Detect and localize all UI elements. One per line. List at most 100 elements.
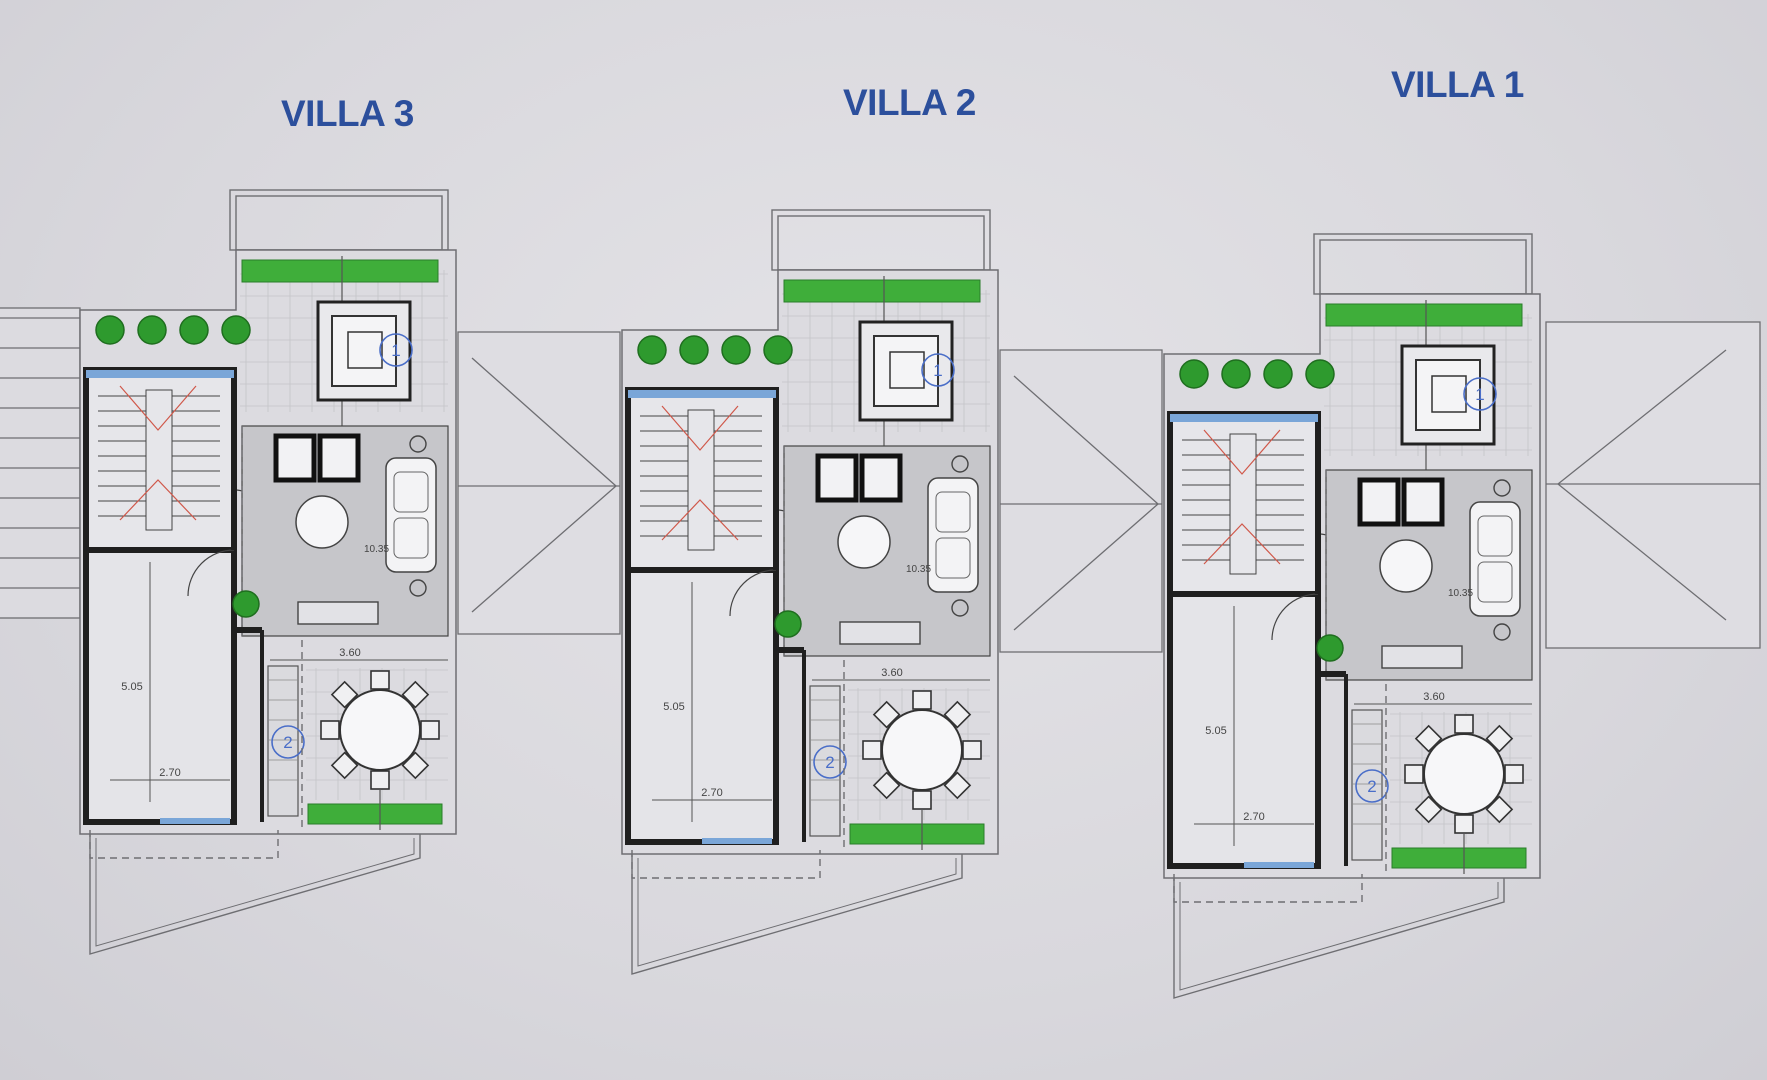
sofa-cushion: [393, 517, 429, 559]
stair-arrow: [119, 385, 197, 431]
dining-table: [1423, 733, 1505, 815]
dining-chair: [420, 720, 440, 740]
lamp: [409, 579, 427, 597]
tv-unit: [1381, 645, 1463, 669]
stair-arrow: [119, 479, 197, 521]
kitchen-counter: [267, 665, 299, 817]
tree: [179, 315, 209, 345]
kitchen-tag-circle: [1355, 769, 1389, 803]
roof-brace: [471, 357, 617, 487]
stair-well: [687, 409, 715, 551]
dining-chair: [1454, 814, 1474, 834]
roof-overhang: [1313, 233, 1533, 295]
dim-top: 3.60: [881, 667, 902, 679]
dining-table: [881, 709, 963, 791]
dim-bottom: 2.70: [701, 787, 722, 799]
bottom-overhang: [89, 834, 421, 955]
kitchen-tag: 2: [1367, 777, 1376, 796]
stair-block: [625, 387, 779, 573]
jacuzzi-seat: [1431, 375, 1467, 413]
armchair: [815, 453, 859, 503]
armchair: [317, 433, 361, 483]
stair-arrow: [661, 499, 739, 541]
dining-chair: [320, 720, 340, 740]
pool-tag-circle: [379, 333, 413, 367]
tree: [1263, 359, 1293, 389]
jacuzzi-seat: [889, 351, 925, 389]
area-label: 10.35: [364, 544, 389, 555]
kitchen-tag: 2: [825, 753, 834, 772]
dim-top: 3.60: [1423, 691, 1444, 703]
tv-unit: [297, 601, 379, 625]
dining-chair: [401, 751, 430, 780]
lower-room: [83, 547, 237, 825]
sofa: [927, 477, 979, 593]
armchair: [1357, 477, 1401, 527]
door-swing: [1271, 593, 1319, 641]
roof-overhang: [229, 189, 449, 251]
dining-chair: [962, 740, 982, 760]
roof-connector-2-1: [999, 349, 1163, 653]
dining-chair: [1504, 764, 1524, 784]
roof-brace: [1013, 375, 1159, 505]
stair-window: [86, 370, 234, 378]
tree: [763, 335, 793, 365]
kitchen-counter: [809, 685, 841, 837]
roof-slab: [457, 331, 621, 635]
dining-chair: [1485, 724, 1514, 753]
dining-chair: [1485, 795, 1514, 824]
dining-chair: [1414, 724, 1443, 753]
dim-top: 3.60: [339, 647, 360, 659]
villa-3-title: VILLA 3: [281, 93, 414, 134]
stair-window: [628, 390, 776, 398]
tree: [637, 335, 667, 365]
bottom-overhang-inner: [1179, 882, 1499, 991]
sofa-cushion: [1477, 515, 1513, 557]
dim-vertical: 5.05: [121, 681, 142, 693]
roof-slab: [1545, 321, 1761, 649]
sofa: [385, 457, 437, 573]
left-roof-slab: [0, 307, 81, 619]
dining-chair: [862, 740, 882, 760]
kitchen-tag-circle: [813, 745, 847, 779]
armchair: [273, 433, 317, 483]
dim-bottom: 2.70: [159, 767, 180, 779]
bottom-overhang: [1173, 878, 1505, 999]
dining-chair: [1414, 795, 1443, 824]
staircase-steps: [98, 395, 220, 517]
roof-connectors: [0, 307, 1761, 653]
dining-table: [339, 689, 421, 771]
dining-chair: [912, 690, 932, 710]
roof-overhang-inner: [235, 195, 443, 251]
roof-brace: [1013, 503, 1159, 631]
pool-tag-circle: [921, 353, 955, 387]
villa-plans: 15.052.7010.353.60215.052.7010.353.60215…: [79, 189, 1541, 999]
sofa-cushion: [935, 491, 971, 533]
lamp: [1493, 479, 1511, 497]
roof-overhang-inner: [777, 215, 985, 271]
dim-vertical: 5.05: [663, 701, 684, 713]
stair-block: [1167, 411, 1321, 597]
sofa-cushion: [393, 471, 429, 513]
dining-chair: [330, 680, 359, 709]
dim-vertical: 5.05: [1205, 725, 1226, 737]
tree: [721, 335, 751, 365]
roof-connector-3-2: [457, 331, 621, 635]
lower-room-window: [160, 818, 230, 824]
tree: [774, 610, 802, 638]
stair-well: [1229, 433, 1257, 575]
pool-tag: 1: [1475, 385, 1484, 404]
dim-bottom: 2.70: [1243, 811, 1264, 823]
stair-arrow: [661, 405, 739, 451]
dining-chair: [401, 680, 430, 709]
stair-arrow: [1203, 429, 1281, 475]
kitchen-tag-circle: [271, 725, 305, 759]
bottom-overhang-inner: [637, 858, 957, 967]
jacuzzi-inner: [1415, 359, 1481, 431]
stair-well: [145, 389, 173, 531]
lower-room-window: [1244, 862, 1314, 868]
tree: [1316, 634, 1344, 662]
tree: [95, 315, 125, 345]
